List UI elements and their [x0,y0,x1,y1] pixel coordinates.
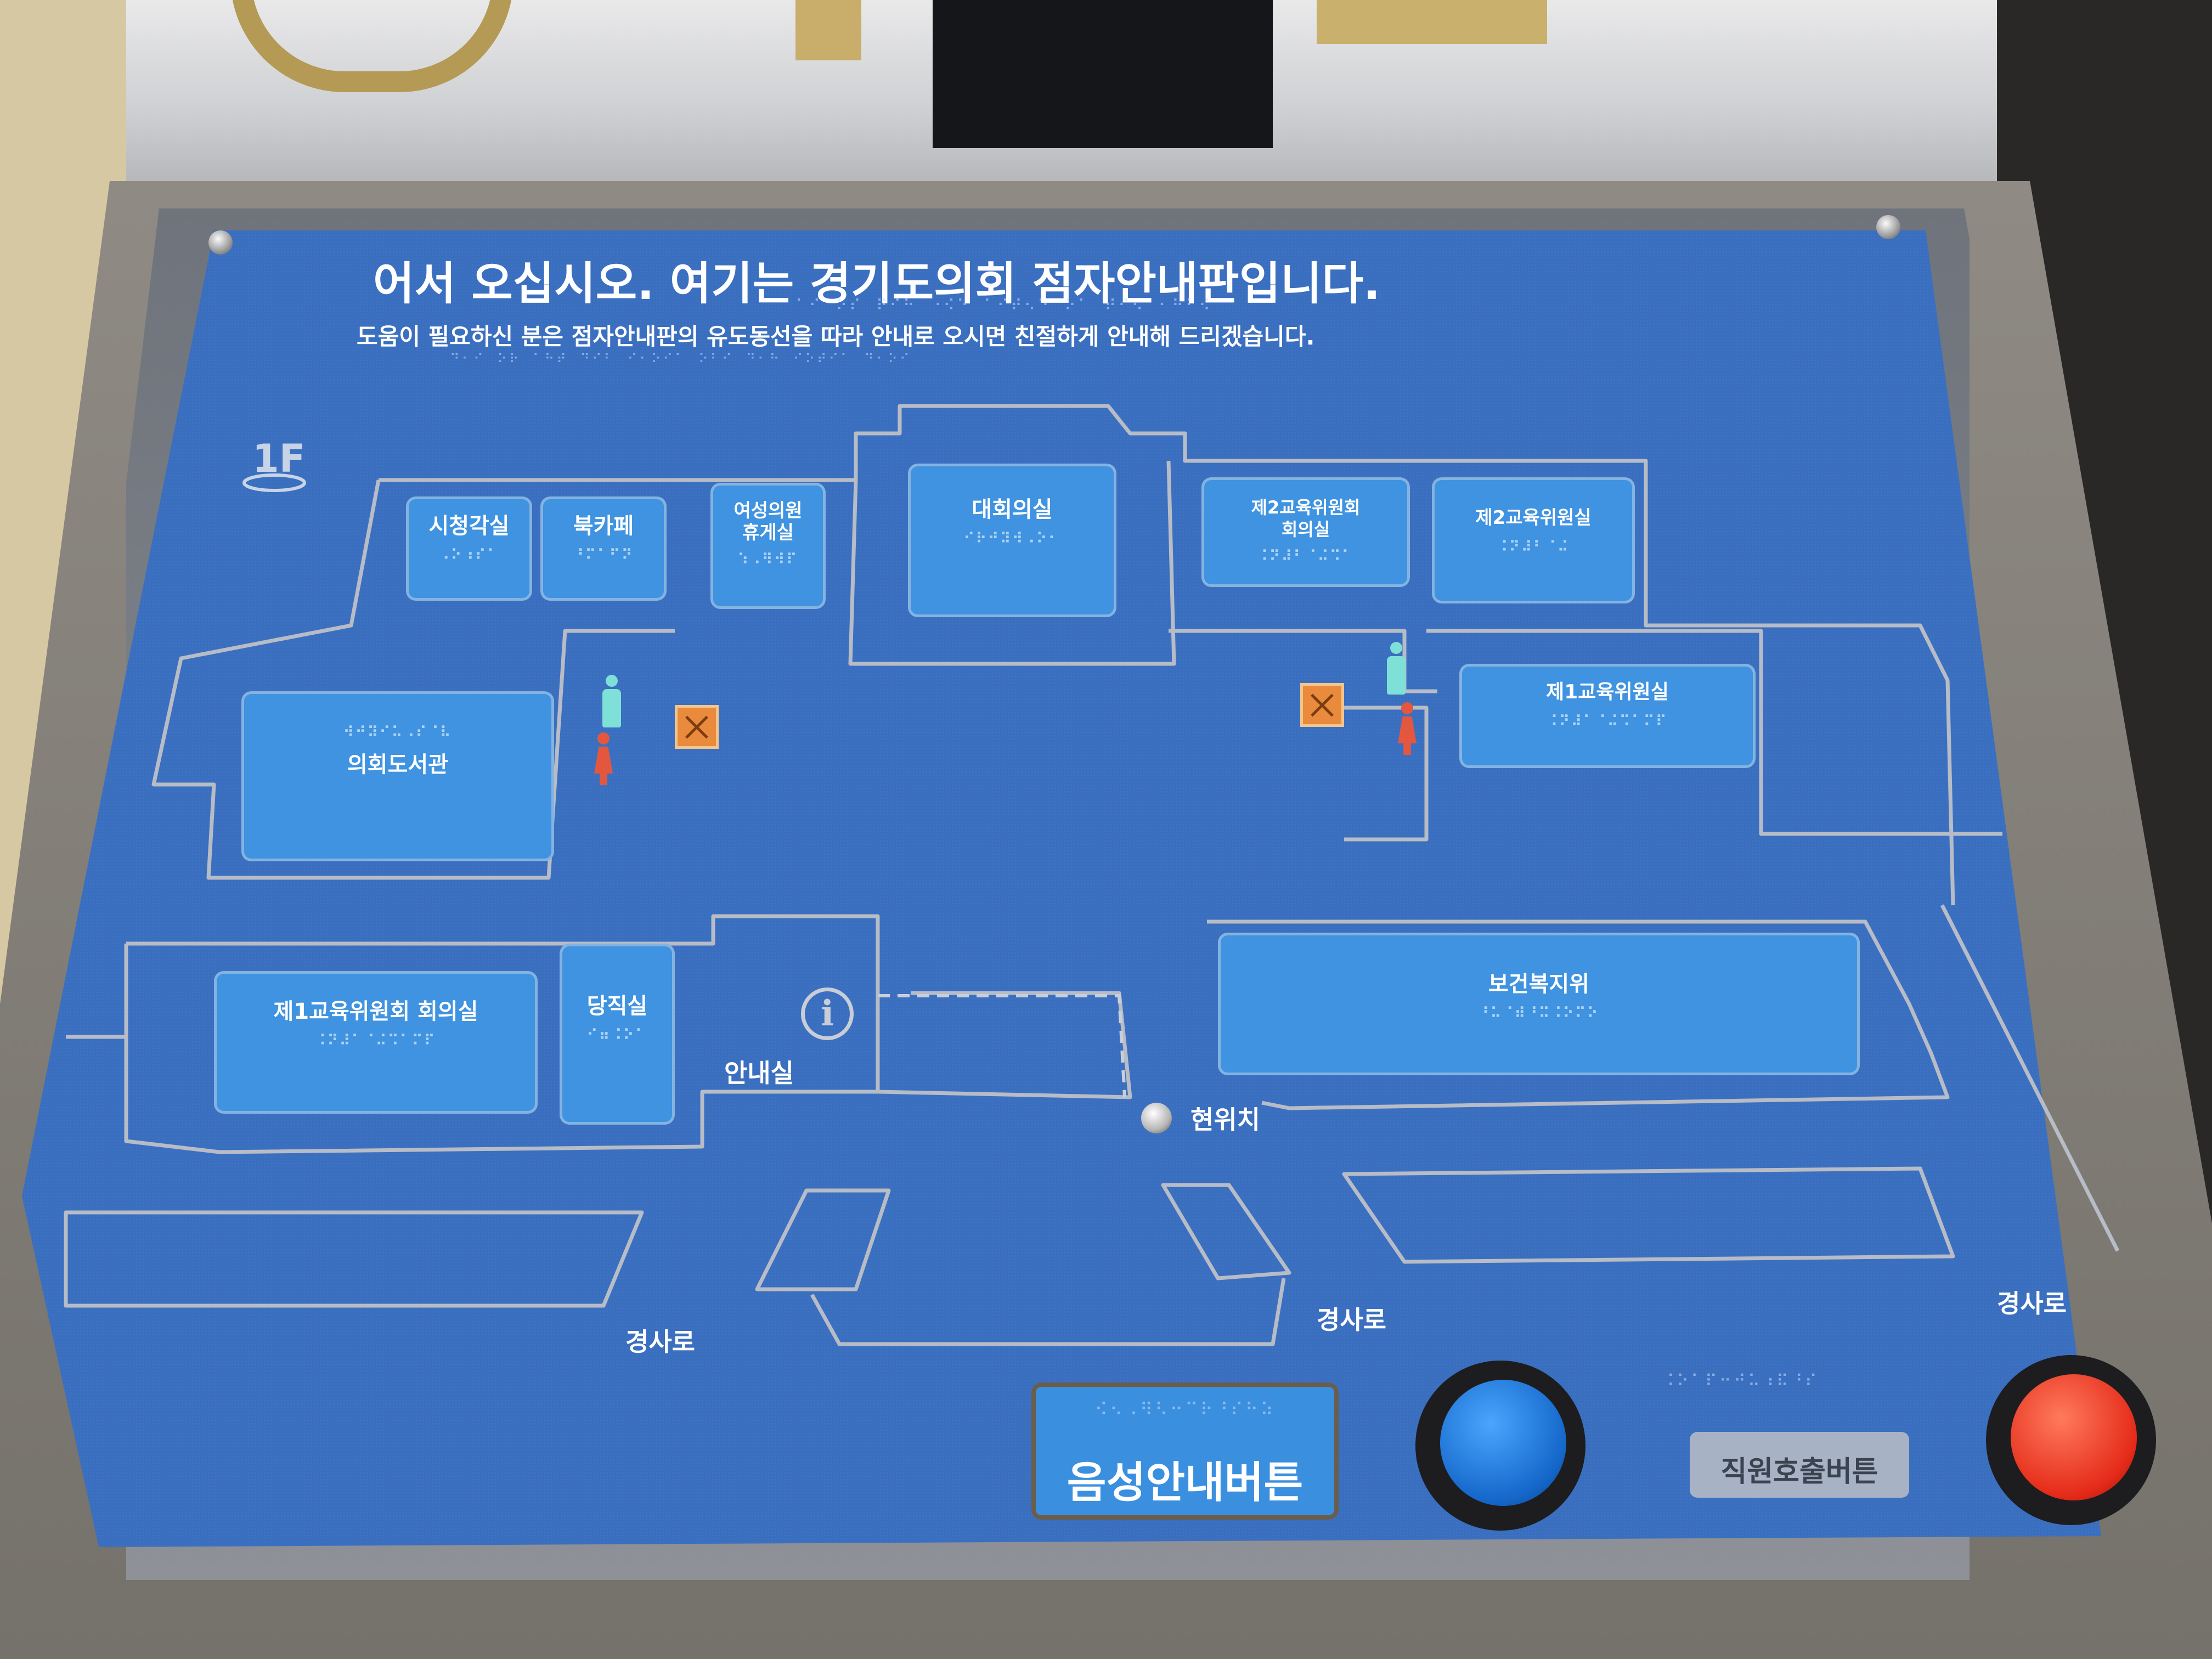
restroom-woman-icon [590,732,617,787]
restroom-woman-icon [1393,702,1421,757]
current-location-marker [1141,1103,1172,1133]
reflected-person [933,0,1273,148]
elevator-icon [675,705,719,749]
room-duty: 당직실⠊⠶⠨⠕⠁ [560,944,675,1125]
restroom-man-icon [598,675,625,730]
staff-call-plate [1690,1432,1909,1498]
room-women-lounge: 여성의원 휴게실⠱⠠⠻⠺⠏ [710,483,826,609]
restroom-man-icon [1383,642,1410,697]
title-braille: ⠁⠊⠀⠕⠎⠀⠟⠊⠓⠀⠐⠪⠑⠀⠁⠊⠞⠢⠑⠀⠕⠁⠀⠞⠊⠢⠀⠂⠓⠃⠪ [795,296,1212,314]
current-location-label: 현위치 [1190,1105,1260,1135]
ramp-label-right: 경사로 [1997,1289,2067,1318]
floor-label: 1F [252,436,306,481]
floor-logo-icon: 1F [242,436,306,492]
staff-call-button[interactable] [2011,1374,2137,1500]
room-edu1: 제1교육위원실⠨⠝⠼⠁⠈⠬⠩⠁⠍⠏ [1459,664,1756,768]
screw-icon [1876,215,1900,239]
info-room-label: 안내실 [724,1058,794,1088]
room-edu2-meeting: 제2교육위원회 회의실⠨⠝⠼⠃⠈⠬⠩⠁ [1201,477,1410,587]
board-title: 어서 오십시오. 여기는 경기도의회 점자안내판입니다. [373,258,1381,310]
reflected-sign-letter [795,0,861,60]
elevator-icon [1300,683,1344,727]
ramp-label-center: 경사로 [1317,1305,1386,1335]
voice-guide-label: 음성안내버튼 [1066,1458,1304,1508]
screw-icon [208,230,233,255]
reflected-sign-letter [1317,0,1547,44]
room-assembly-hall: 대회의실⠊⠗⠚⠽⠺⠠⠕⠂ [908,464,1116,617]
board-subtitle: 도움이 필요하신 분은 점자안내판의 유도동선을 따라 안내로 오시면 친절하게… [357,323,1315,350]
staff-call-braille: ⠨⠕⠁⠏⠒⠚⠥⠰⠯⠘⠎ [1662,1372,1819,1391]
room-health-welfare: 보건복지위⠘⠥⠈⠾⠘⠭⠨⠕⠍⠕ [1218,933,1860,1075]
ramp-label-left: 경사로 [625,1327,695,1357]
info-icon: i [801,988,854,1040]
room-edu2: 제2교육위원실⠨⠝⠼⠃⠈⠬ [1432,477,1635,603]
staff-call-label: 직원호출버튼 [1720,1455,1878,1488]
subtitle-braille: ⠙⠂⠊⠀⠕⠗⠀⠁⠓⠞⠀⠙⠊⠃⠀⠊⠂⠕⠊⠁⠀⠕⠃⠊⠀⠙⠂⠓⠀⠊⠕⠞⠊⠁⠀⠙⠂⠕⠊ [450,351,912,366]
voice-guide-plate [1031,1383,1339,1520]
room-book-cafe: 북카페⠘⠍⠁⠋⠝ [540,496,667,601]
voice-guide-braille: ⠪⠢⠠⠻⠣⠒⠉⠗⠘⠎⠓⠵ [1094,1399,1276,1420]
voice-guide-button[interactable] [1440,1380,1566,1506]
room-library: ⠺⠚⠽⠊⠥⠠⠎⠈⠧의회도서관 [241,691,554,861]
room-viewing: 시청각실⠠⠕⠰⠎⠁ [406,496,532,601]
room-edu1-meeting: 제1교육위원회 회의실⠨⠝⠼⠁⠈⠬⠩⠁⠍⠏ [214,971,538,1114]
